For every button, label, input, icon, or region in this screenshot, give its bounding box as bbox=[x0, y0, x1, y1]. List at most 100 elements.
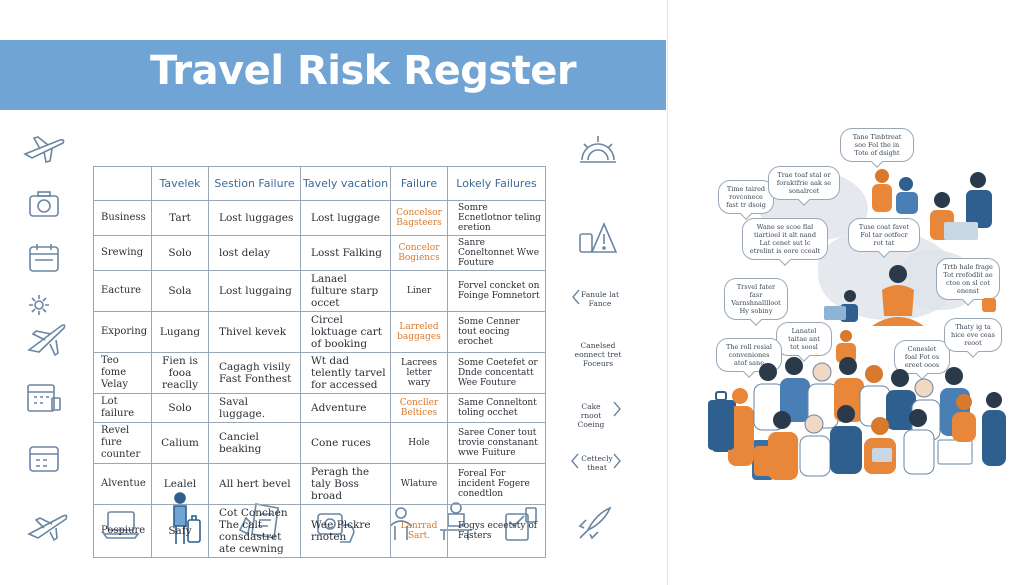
table-row: Exporing Lugang Thivel kevek Circel lokt… bbox=[93, 311, 546, 353]
table-cell: Hole bbox=[390, 422, 448, 464]
table-cell: Revel fure counter bbox=[93, 422, 152, 464]
table-cell: Wee Plckre rnoten bbox=[300, 504, 391, 558]
table-cell: Adventure bbox=[300, 393, 391, 423]
calendar-icon bbox=[27, 442, 61, 474]
speech-bubble: Trtb hale frage Tot rrefodlit ae ctoe on… bbox=[936, 258, 1000, 300]
table-cell: Thivel kevek bbox=[208, 311, 301, 353]
panel-divider bbox=[667, 0, 668, 585]
speech-bubble: Tuse coat favet Fol tar ootfecr rot tat bbox=[848, 218, 920, 252]
table-cell: Lost luggage bbox=[300, 200, 391, 236]
table-cell: Lealel bbox=[151, 463, 209, 505]
table-cell: Exporing bbox=[93, 311, 152, 353]
table-cell: Pospiure bbox=[93, 504, 152, 558]
table-cell: Solo bbox=[151, 235, 209, 271]
column-header: Sestion Failure bbox=[208, 166, 301, 201]
table-cell: Lost luggages bbox=[208, 200, 301, 236]
table-cell: Larreled baggages bbox=[390, 311, 448, 353]
speech-bubble: Trsvel fater fasr Varnshnalllloot Hy sob… bbox=[724, 278, 788, 320]
warning-icon bbox=[578, 218, 618, 258]
table-cell: Sola bbox=[151, 270, 209, 312]
chevron-right-icon bbox=[612, 452, 622, 470]
side-label: Canelsed eonnect tret Foceurs bbox=[574, 341, 622, 368]
table-cell: Losst Falking bbox=[300, 235, 391, 271]
speech-bubble: Wane se scoe flal tiartioel it alt nand … bbox=[742, 218, 828, 260]
airplane-icon bbox=[26, 508, 70, 542]
table-cell: Eacture bbox=[93, 270, 152, 312]
table-cell: Sanre Coneltonnet Wwe Fouture bbox=[447, 235, 546, 271]
table-row: Revel fure counter Calium Canciel beakin… bbox=[93, 422, 546, 464]
table-cell: Lanael fulture starp occet bbox=[300, 270, 391, 312]
crowd-figures bbox=[712, 357, 1006, 480]
table-header-row: Tavelek Sestion Failure Tavely vacation … bbox=[93, 166, 546, 201]
table-cell: Lost luggaing bbox=[208, 270, 301, 312]
table-cell: Some Coetefet or Dnde concentatt Wee Fou… bbox=[447, 352, 546, 394]
table-row: Teo fome Velay Fien is fooa reaclly Caga… bbox=[93, 352, 546, 394]
left-panel: Travel Risk Regster Fanule lat Fance Can… bbox=[0, 40, 666, 558]
side-label: Cettecly theat bbox=[581, 454, 613, 472]
table-cell: Canciel beaking bbox=[208, 422, 301, 464]
table-cell: Saree Coner tout trovie constanant wwe F… bbox=[447, 422, 546, 464]
rocket-icon bbox=[574, 504, 614, 544]
speech-bubble: Lanatel taitae ant tot soosl bbox=[776, 322, 832, 356]
column-header: Lokely Failures bbox=[447, 166, 546, 201]
table-cell: Cot Conchen The calt consdastret ate cew… bbox=[208, 504, 301, 558]
speech-bubble: Time taired rovconece fast tr dsoig bbox=[718, 180, 774, 214]
calendar-grid-icon bbox=[25, 380, 63, 416]
table-cell: Somre Ecnetlotnor teling eretion bbox=[447, 200, 546, 236]
table-row: Lot failure Solo Saval luggage. Adventur… bbox=[93, 393, 546, 423]
table-cell: Wt dad telently tarvel for accessed bbox=[300, 352, 391, 394]
column-header: Tavelek bbox=[151, 166, 209, 201]
person-figure bbox=[872, 265, 924, 326]
calendar-icon bbox=[27, 242, 61, 274]
table-cell: Lanrrad Sart. bbox=[390, 504, 448, 558]
side-label: Fanule lat Fance bbox=[581, 290, 619, 308]
table-cell: Concelsor Bagsteers bbox=[390, 200, 448, 236]
table-row: Srewing Solo lost delay Losst Falking Co… bbox=[93, 235, 546, 271]
side-label: Cake rnoot Coeing bbox=[577, 402, 605, 429]
table-cell: Cone ruces bbox=[300, 422, 391, 464]
table-cell: Srewing bbox=[93, 235, 152, 271]
table-cell: Forvel concket on Foinge Fomnetort bbox=[447, 270, 546, 312]
table-cell: All hert bevel bbox=[208, 463, 301, 505]
table-cell: Peragh the taly Boss broad bbox=[300, 463, 391, 505]
table-cell: Concelor Bogiencs bbox=[390, 235, 448, 271]
table-cell: Lugang bbox=[151, 311, 209, 353]
table-cell: Wlature bbox=[390, 463, 448, 505]
person-figure bbox=[896, 177, 918, 214]
table-cell: Fien is fooa reaclly bbox=[151, 352, 209, 394]
table-cell: Same Conneltont toling occhet bbox=[447, 393, 546, 423]
title-banner: Travel Risk Regster bbox=[0, 40, 666, 110]
table-cell: Teo fome Velay bbox=[93, 352, 152, 394]
gear-icon bbox=[28, 294, 50, 316]
table-cell: Circel loktuage cart of booking bbox=[300, 311, 391, 353]
table-cell: Business bbox=[93, 200, 152, 236]
table-cell: Solo bbox=[151, 393, 209, 423]
table-cell: Tart bbox=[151, 200, 209, 236]
table-cell: Lacrees letter wary bbox=[390, 352, 448, 394]
travelers-illustration bbox=[708, 169, 1006, 480]
table-cell: lost delay bbox=[208, 235, 301, 271]
illustration-panel: Tane Tinbtreat soo Fol the in Tote of ds… bbox=[668, 0, 1024, 585]
table-row: Eacture Sola Lost luggaing Lanael fultur… bbox=[93, 270, 546, 312]
page-title: Travel Risk Regster bbox=[150, 48, 577, 94]
camera-icon bbox=[27, 190, 61, 220]
table-row: Pospiure Safy Cot Conchen The calt consd… bbox=[93, 504, 546, 558]
bag-icon bbox=[982, 298, 996, 312]
airplane-icon bbox=[25, 320, 67, 358]
table-cell: Lot failure bbox=[93, 393, 152, 423]
person-figure bbox=[872, 169, 892, 212]
table-cell: Calium bbox=[151, 422, 209, 464]
table-cell: Concller Beltices bbox=[390, 393, 448, 423]
table-cell: Foreal For incident Fogere conedtlon bbox=[447, 463, 546, 505]
table-cell: Safy bbox=[151, 504, 209, 558]
speech-bubble: Trae toaf stal or foraktfrie aak se sona… bbox=[768, 166, 840, 200]
sun-gauge-icon bbox=[576, 132, 620, 170]
luggage-icon bbox=[708, 400, 734, 450]
chevron-left-icon bbox=[571, 288, 581, 306]
airplane-icon bbox=[22, 132, 66, 166]
speech-bubble: Tane Tinbtreat soo Fol the in Tote of ds… bbox=[840, 128, 914, 162]
table-cell: Cagagh visily Fast Fonthest bbox=[208, 352, 301, 394]
chevron-right-icon bbox=[612, 400, 622, 418]
table-cell: Liner bbox=[390, 270, 448, 312]
table-row: Alventue Lealel All hert bevel Peragh th… bbox=[93, 463, 546, 505]
